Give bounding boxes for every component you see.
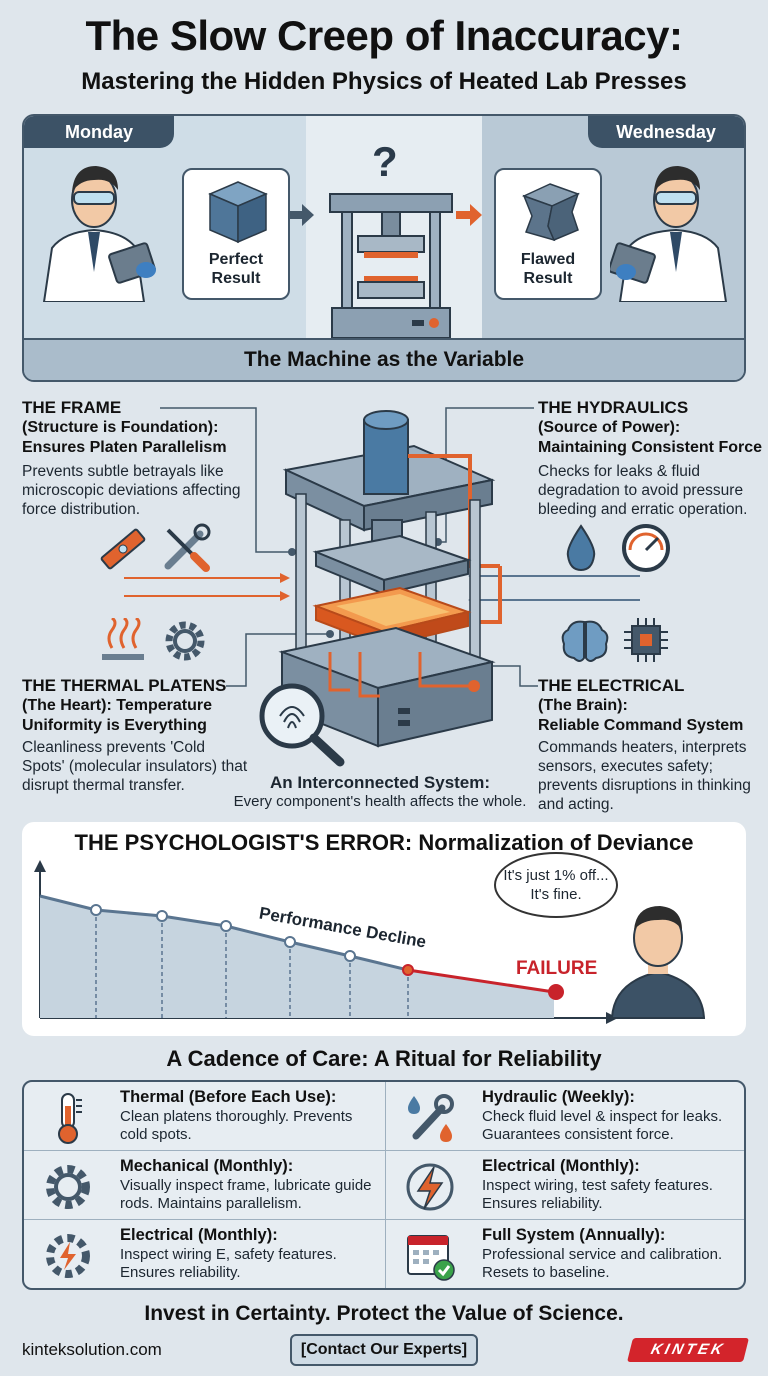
- calendar-check-icon: [407, 1235, 455, 1281]
- electrical-desc: Commands heaters, interprets sensors, ex…: [538, 739, 751, 813]
- scientist-right-icon: [610, 166, 728, 302]
- maintenance-item-mechanical: Mechanical (Monthly): Visually inspect f…: [24, 1151, 385, 1220]
- wednesday-tab: Wednesday: [588, 116, 744, 148]
- frame-desc: Prevents subtle betrayals like microscop…: [22, 463, 241, 518]
- maintenance-item-electrical: Electrical (Monthly): Inspect wiring, te…: [385, 1151, 744, 1220]
- site-link[interactable]: kinteksolution.com: [22, 1340, 162, 1359]
- invest-tagline: Invest in Certainty. Protect the Value o…: [144, 1302, 624, 1325]
- maintenance-desc: Professional service and calibration. Re…: [482, 1246, 723, 1281]
- electrical-subtitle: (The Brain):: [538, 697, 628, 714]
- contact-experts-button[interactable]: [Contact Our Experts]: [290, 1334, 478, 1366]
- hydraulics-headline: Maintaining Consistent Force: [538, 439, 763, 456]
- decline-chart: [34, 860, 706, 1024]
- maintenance-heading: Mechanical (Monthly):: [120, 1157, 294, 1175]
- drop-icon: [566, 524, 596, 572]
- maintenance-item-thermal: Thermal (Before Each Use): Clean platens…: [24, 1082, 385, 1151]
- maintenance-table: Thermal (Before Each Use): Clean platens…: [22, 1080, 746, 1290]
- perfect-cube-icon: [208, 181, 268, 244]
- bubble-line-1: It's just 1% off...: [503, 867, 609, 884]
- cadence-title: A Cadence of Care: A Ritual for Reliabil…: [166, 1046, 602, 1071]
- gear-small-icon: [165, 621, 205, 661]
- scientist-left-icon: [42, 166, 156, 302]
- maintenance-item-electrical-2: Electrical (Monthly): Inspect wiring E, …: [24, 1220, 385, 1288]
- thermal-heading: THE THERMAL PLATENS (The Heart): Tempera…: [22, 676, 252, 736]
- maintenance-heading: Electrical (Monthly):: [482, 1157, 640, 1175]
- lab-press-icon: [329, 193, 453, 339]
- frame-heading: THE FRAME (Structure is Foundation): Ens…: [22, 398, 272, 458]
- speech-bubble: It's just 1% off... It's fine.: [494, 852, 618, 918]
- wrench-screwdriver-icon: [164, 523, 211, 572]
- maintenance-heading: Electrical (Monthly):: [120, 1226, 278, 1244]
- gear-icon: [46, 1165, 90, 1209]
- arrow-right-icon: [288, 204, 314, 226]
- interconnect-desc: Every component's health affects the who…: [233, 793, 527, 810]
- hydraulics-desc: Checks for leaks & fluid degradation to …: [538, 463, 748, 518]
- machine-variable-caption: The Machine as the Variable: [24, 338, 744, 380]
- gear-lightning-icon: [46, 1234, 90, 1278]
- thermal-headline: Uniformity is Everything: [22, 717, 207, 734]
- page-subtitle: Mastering the Hidden Physics of Heated L…: [81, 68, 687, 95]
- maintenance-heading: Hydraulic (Weekly):: [482, 1088, 635, 1106]
- arrow-right-red-icon: [456, 204, 482, 226]
- lightning-icon: [406, 1163, 454, 1211]
- interconnect-title: An Interconnected System:: [269, 773, 491, 792]
- psychologist-title: THE PSYCHOLOGIST'S ERROR: Normalization …: [74, 830, 694, 855]
- maintenance-desc: Check fluid level & inspect for leaks. G…: [482, 1108, 723, 1143]
- interconnect-caption: An Interconnected System: Every componen…: [230, 773, 530, 810]
- comparison-panel: Monday Wednesday Perfect Result ?: [22, 114, 746, 382]
- brain-icon: [561, 620, 609, 662]
- flawed-result-card: Flawed Result: [494, 168, 602, 300]
- page-title: The Slow Creep of Inaccuracy:: [85, 12, 683, 59]
- question-mark: ?: [372, 138, 398, 185]
- maintenance-heading: Thermal (Before Each Use):: [120, 1088, 337, 1106]
- central-press-illustration: [124, 407, 640, 767]
- bubble-line-2: It's fine.: [530, 886, 582, 903]
- frame-subtitle: (Structure is Foundation):: [22, 419, 219, 436]
- failure-label: FAILURE: [516, 958, 598, 979]
- perfect-result-card: Perfect Result: [182, 168, 290, 300]
- level-icon: [100, 528, 146, 570]
- kintek-logo: KINTEK: [627, 1338, 749, 1362]
- maintenance-desc: Inspect wiring, test safety features. En…: [482, 1177, 713, 1212]
- gauge-icon: [622, 524, 670, 572]
- frame-title: THE FRAME: [22, 398, 122, 417]
- flawed-cube-icon: [522, 183, 580, 242]
- thermal-subtitle: (The Heart): Temperature: [22, 697, 212, 714]
- monday-tab: Monday: [24, 116, 174, 148]
- maintenance-desc: Visually inspect frame, lubricate guide …: [120, 1177, 372, 1212]
- frame-headline: Ensures Platen Parallelism: [22, 439, 227, 456]
- hydraulics-heading: THE HYDRAULICS (Source of Power): Mainta…: [538, 398, 762, 458]
- maintenance-heading: Full System (Annually):: [482, 1226, 666, 1244]
- chip-icon: [624, 618, 668, 662]
- perfect-result-label: Perfect Result: [208, 251, 264, 287]
- wrench-drops-icon: [408, 1094, 454, 1142]
- hydraulics-title: THE HYDRAULICS: [538, 398, 689, 417]
- thermometer-icon: [58, 1093, 82, 1144]
- electrical-title: THE ELECTRICAL: [538, 676, 685, 695]
- maintenance-item-full-system: Full System (Annually): Professional ser…: [385, 1220, 744, 1288]
- maintenance-item-hydraulic: Hydraulic (Weekly): Check fluid level & …: [385, 1082, 744, 1151]
- psychologist-panel: THE PSYCHOLOGIST'S ERROR: Normalization …: [22, 822, 746, 1036]
- electrical-headline: Reliable Command System: [538, 717, 744, 734]
- maintenance-desc: Clean platens thoroughly. Prevents cold …: [120, 1108, 353, 1143]
- thermal-title: THE THERMAL PLATENS: [22, 676, 227, 695]
- maintenance-desc: Inspect wiring E, safety features. Ensur…: [120, 1246, 337, 1281]
- heat-icon: [102, 618, 144, 660]
- thermal-desc: Cleanliness prevents 'Cold Spots' (molec…: [22, 739, 248, 794]
- electrical-heading: THE ELECTRICAL (The Brain): Reliable Com…: [538, 676, 762, 736]
- flawed-result-label: Flawed Result: [520, 251, 576, 287]
- hydraulics-subtitle: (Source of Power):: [538, 419, 681, 436]
